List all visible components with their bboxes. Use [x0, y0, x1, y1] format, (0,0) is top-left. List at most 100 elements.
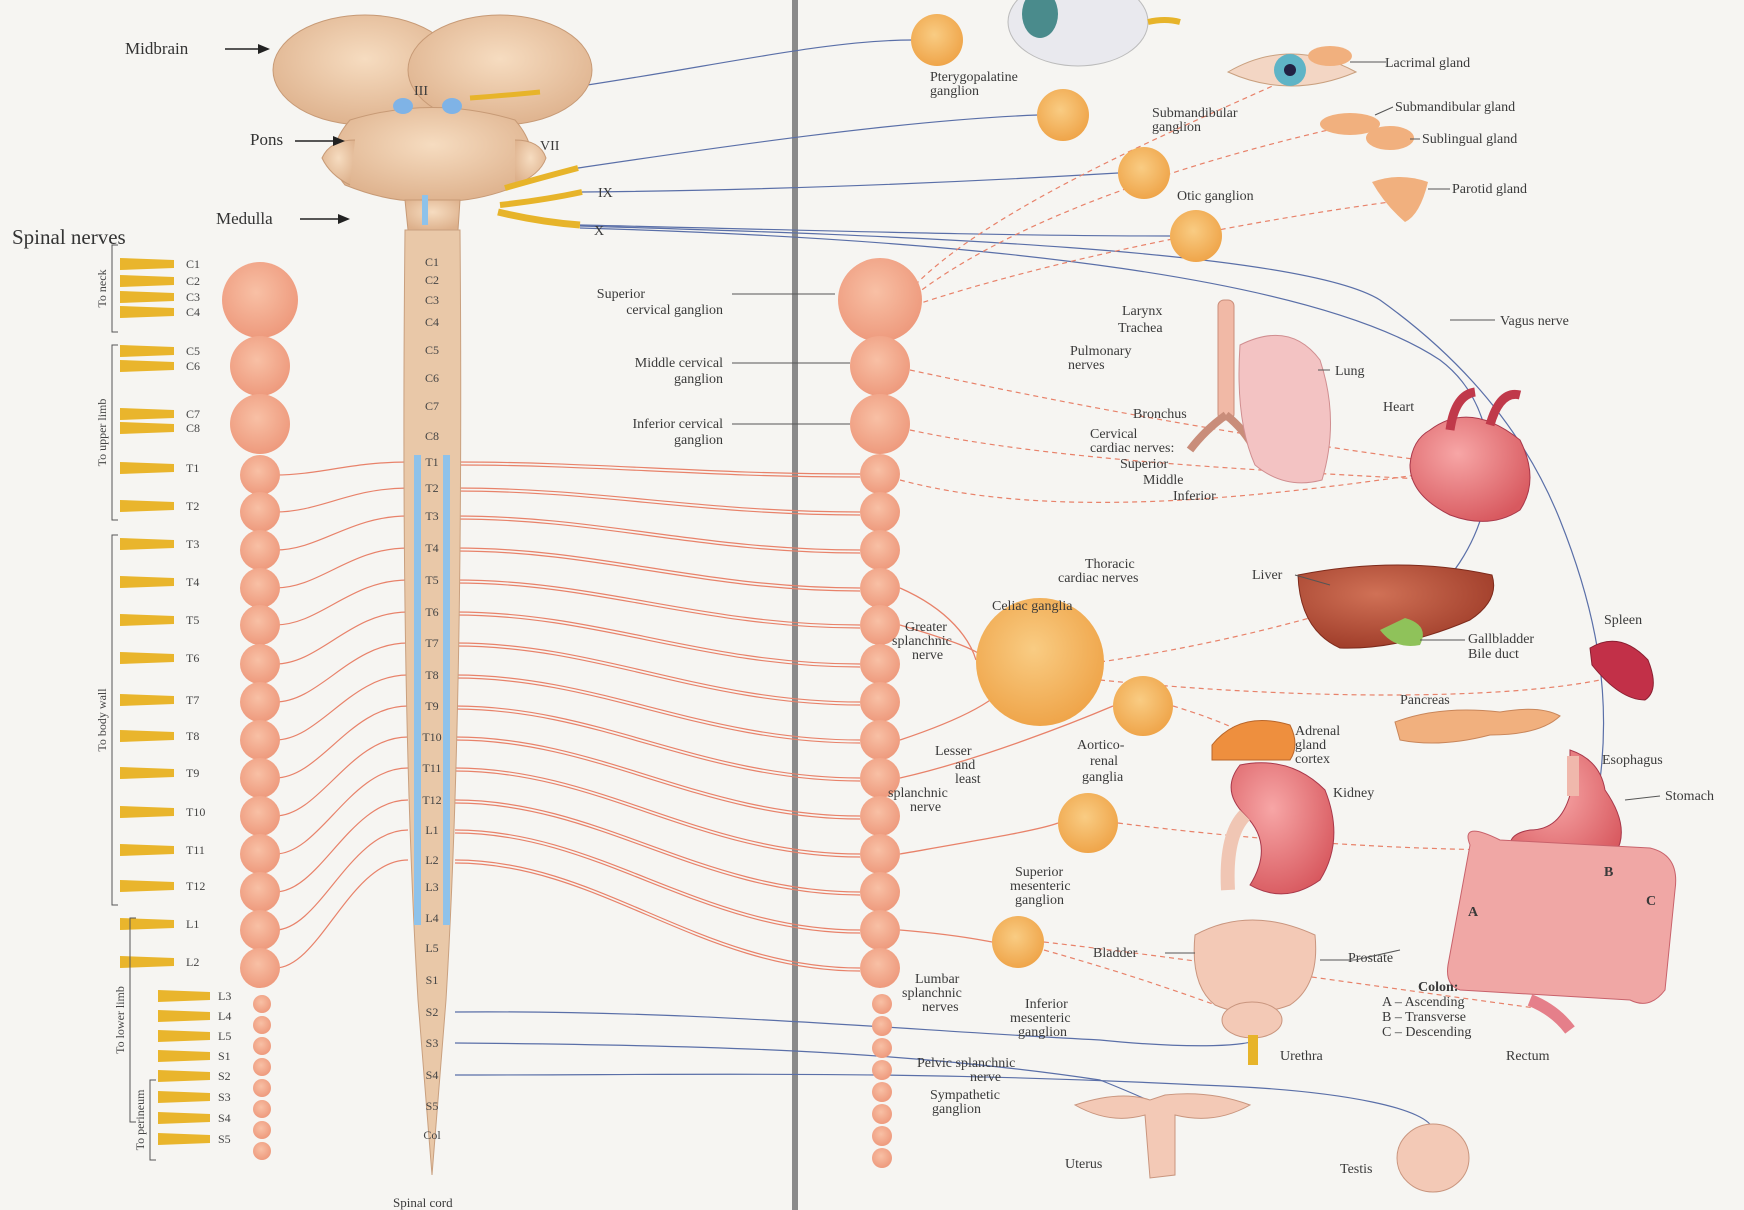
parasympathetic-fiber — [455, 1043, 1163, 1110]
spinal-nerve-label: T2 — [186, 499, 199, 513]
postganglionic-fiber — [1100, 680, 1600, 695]
spinal-nerve-label: T3 — [186, 537, 199, 551]
sublingual-gland-shape — [1366, 126, 1414, 150]
pons-shape — [334, 108, 532, 202]
cord-segment-label: T4 — [425, 541, 438, 555]
spinal-nerve-bundle — [120, 880, 174, 892]
spinal-ganglion — [240, 758, 280, 798]
cranial-nerve-IX-label: IX — [598, 186, 613, 201]
celiac-ganglia — [976, 598, 1104, 726]
sympathetic-chain-ganglion — [860, 644, 900, 684]
spinal-ganglion — [240, 530, 280, 570]
cord-segment-label: T3 — [425, 509, 438, 523]
cord-segment-label: T6 — [425, 605, 438, 619]
cord-segment-label: C4 — [425, 315, 439, 329]
sympathetic-chain — [838, 258, 922, 1168]
spinal-nerve-label: S5 — [218, 1132, 231, 1146]
larynx-label: Larynx — [1122, 304, 1162, 319]
postganglionic-fiber — [275, 643, 408, 702]
spinal-nerve-label: T11 — [186, 843, 205, 857]
postganglionic-fiber — [275, 860, 408, 968]
pterygopalatine-ganglion — [1037, 89, 1089, 141]
aorticorenal-label-1: Aortico- — [1077, 738, 1125, 753]
lateral-horn-right — [443, 455, 450, 925]
parasympathetic-fiber — [540, 40, 912, 92]
spinal-nerve-bundle — [120, 360, 174, 372]
bladder-shape — [1194, 920, 1316, 1013]
parotid-gland-shape — [1372, 177, 1428, 222]
sympathetic-chain-ganglion — [872, 1038, 892, 1058]
postganglionic-fiber — [275, 580, 408, 625]
brainstem — [273, 15, 592, 1175]
inferior-cervical-label-2: ganglion — [674, 433, 723, 448]
lumbar-splanchnic-label-3: nerves — [922, 1000, 959, 1015]
eye-pupil-icon — [1284, 64, 1296, 76]
spinal-ganglion — [253, 1058, 271, 1076]
submandibular-ganglion-label-1: Submandibular — [1152, 106, 1238, 121]
sympathetic-chain-ganglion — [838, 258, 922, 342]
sympathetic-chain-ganglion — [860, 492, 900, 532]
spinal-nerve-label: L2 — [186, 955, 199, 969]
aorticorenal-ganglia — [1113, 676, 1173, 736]
postganglionic-fiber — [275, 516, 408, 550]
postganglionic-fiber — [275, 462, 408, 475]
preganglionic-fiber — [455, 583, 860, 628]
sympathetic-chain-ganglion — [850, 394, 910, 454]
cervical-cardiac-label-3: Superior — [1120, 457, 1169, 472]
colon-legend-title: Colon: — [1418, 980, 1458, 995]
spinal-nerve-bundle — [120, 806, 174, 818]
spinal-nerve-label: T6 — [186, 651, 199, 665]
parasympathetic-fiber — [582, 173, 1118, 192]
spinal-ganglion — [240, 568, 280, 608]
sympathetic-ganglion-label-1: Sympathetic — [930, 1088, 1000, 1103]
spinal-nerve-bundle — [120, 576, 174, 588]
colon-letter-b: B — [1604, 865, 1613, 880]
spinal-ganglion — [240, 682, 280, 722]
lumbar-splanchnic-label-1: Lumbar — [915, 972, 960, 987]
sympathetic-chain-ganglion — [872, 1060, 892, 1080]
bladder-label: Bladder — [1093, 946, 1138, 961]
cord-segment-label: T10 — [422, 730, 441, 744]
ureter-shape — [1228, 815, 1245, 890]
spinal-nerve-bundle — [120, 408, 174, 420]
urethra-shape — [1248, 1035, 1258, 1065]
cervical-cardiac-label-4: Middle — [1143, 473, 1183, 488]
superior-mesenteric-label-2: mesenteric — [1010, 879, 1071, 894]
inferior-mesenteric-ganglion — [992, 916, 1044, 968]
spinal-ganglion — [240, 910, 280, 950]
ciliary-ganglion — [911, 14, 963, 66]
region-label: To lower limb — [113, 986, 127, 1054]
spinal-nerve-label: L5 — [218, 1029, 231, 1043]
cranial-nerve-III-label: III — [414, 84, 428, 99]
cranial-nerve-VII-label: VII — [540, 139, 560, 154]
splanchnic-nerve — [900, 823, 1058, 854]
lateral-horn-left — [414, 455, 421, 925]
lumbar-splanchnic-label-2: splanchnic — [902, 986, 962, 1001]
inferior-mesenteric-label-1: Inferior — [1025, 997, 1068, 1012]
optic-nerve — [1148, 20, 1180, 22]
preganglionic-fiber — [455, 551, 860, 591]
spinal-nerve-label: C5 — [186, 344, 200, 358]
parotid-gland-label: Parotid gland — [1452, 182, 1527, 197]
esophagus-shape — [1567, 756, 1579, 796]
preganglionic-fiber — [455, 612, 860, 664]
kidney-shape — [1231, 763, 1334, 894]
liver-label: Liver — [1252, 568, 1283, 583]
spinal-nerve-label: S2 — [218, 1069, 231, 1083]
spinal-ganglion — [230, 336, 290, 396]
pelvic-splanchnic-label-1: Pelvic splanchnic — [917, 1056, 1015, 1071]
oculomotor-nucleus-left — [393, 98, 413, 114]
postganglionic-fiber — [275, 830, 408, 930]
spinal-nerve-bundle — [120, 844, 174, 856]
sympathetic-chain-ganglion — [860, 454, 900, 494]
lesser-splanchnic-label-4: splanchnic — [888, 786, 948, 801]
greater-splanchnic-label-3: nerve — [912, 648, 943, 663]
vagus-nerve-label: Vagus nerve — [1500, 314, 1569, 329]
vagal-nucleus — [422, 195, 428, 225]
pterygopalatine-label-2: ganglion — [930, 84, 979, 99]
testis-shape — [1397, 1124, 1469, 1192]
cervical-cardiac-label-2: cardiac nerves: — [1090, 441, 1174, 456]
spinal-nerve-bundle — [158, 1133, 210, 1145]
inferior-cervical-label-1: Inferior cervical — [632, 417, 723, 432]
